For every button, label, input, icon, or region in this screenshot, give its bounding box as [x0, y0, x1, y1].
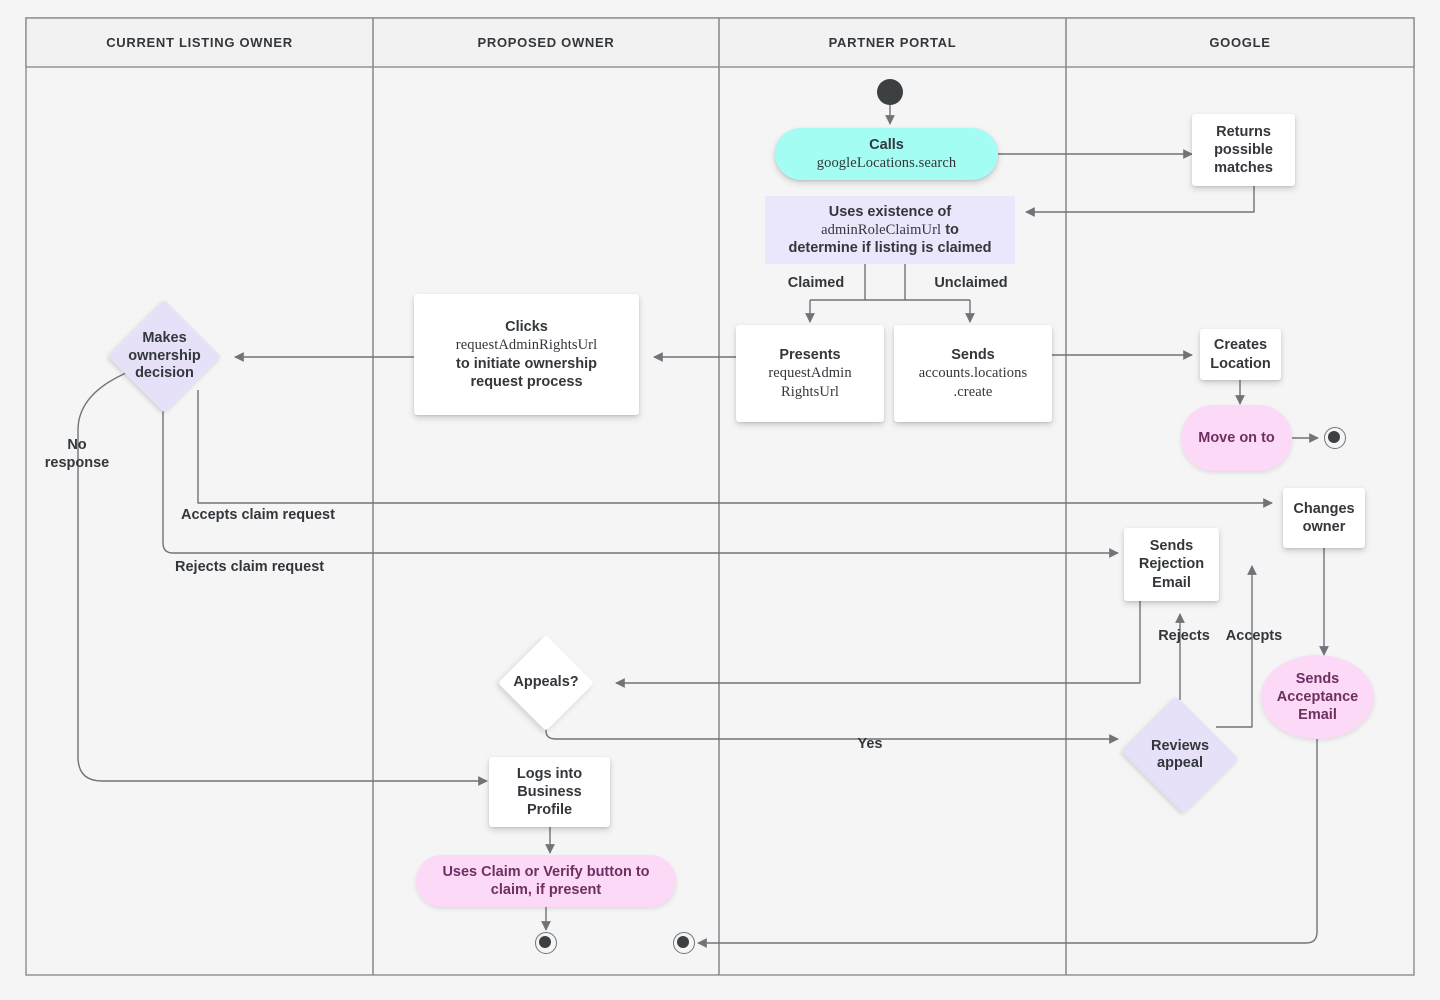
edge-acceptance-to-final — [697, 733, 1318, 948]
node-title: Presents — [779, 347, 841, 364]
edge-label-claimed: Claimed — [787, 275, 845, 291]
edge-rejects-to-rejection-email — [162, 390, 1119, 558]
node-api-line-2: .create — [953, 383, 993, 400]
node-text: Uses Claim or Verify button to claim, if… — [442, 863, 650, 898]
edge-returns-to-uses — [1025, 186, 1255, 217]
edge-no-response-to-logs-into — [77, 369, 488, 786]
node-text: Creates Location — [1210, 337, 1271, 372]
lane-header-current-listing-owner: CURRENT LISTING OWNER — [26, 18, 373, 67]
node-text: Makes ownership decision — [128, 330, 201, 382]
edge-appeals-yes-to-reviews — [545, 713, 1119, 744]
node-makes-ownership-decision[interactable]: Makes ownership decision — [108, 300, 221, 413]
node-api-line-1: requestAdmin — [768, 365, 852, 382]
node-text: Reviews appeal — [1150, 737, 1210, 771]
node-title: Clicks — [505, 319, 548, 336]
node-line-1: Uses existence of — [828, 203, 952, 220]
edge-label-unclaimed: Unclaimed — [934, 275, 1008, 291]
node-title: Calls — [869, 136, 904, 153]
node-text: Changes owner — [1293, 500, 1355, 535]
edge-label-yes: Yes — [857, 736, 883, 752]
node-sends-acceptance-email[interactable]: Sends Acceptance Email — [1261, 655, 1374, 739]
node-text: Move on to — [1198, 429, 1275, 446]
lane-header-partner-portal: PARTNER PORTAL — [719, 18, 1066, 67]
node-text: Sends Acceptance Email — [1276, 670, 1359, 724]
lane-frame — [25, 17, 1415, 976]
node-line-4: request process — [470, 373, 583, 390]
edge-label-accepts-claim-request: Accepts claim request — [181, 507, 335, 523]
node-text: Logs into Business Profile — [516, 765, 583, 819]
final-node-partner-portal — [673, 932, 695, 954]
node-presents-request-admin-rights-url[interactable]: Presents requestAdmin RightsUrl — [736, 325, 884, 422]
node-api-line-2: RightsUrl — [780, 383, 840, 400]
initial-node — [877, 79, 903, 105]
edge-label-rejects-claim-request: Rejects claim request — [175, 559, 325, 575]
node-api-field: requestAdminRightsUrl — [455, 337, 598, 354]
node-appeals-decision[interactable]: Appeals? — [496, 634, 596, 732]
node-logs-into-business-profile[interactable]: Logs into Business Profile — [489, 757, 610, 827]
edge-reviews-accepts-to-changes-owner — [1216, 565, 1257, 728]
node-uses-existence-of-admin-role-claim-url[interactable]: Uses existence of adminRoleClaimUrl to d… — [765, 196, 1015, 264]
lane-label: GOOGLE — [1209, 35, 1271, 50]
node-clicks-request-admin-rights-url[interactable]: Clicks requestAdminRightsUrl to initiate… — [414, 294, 639, 415]
node-line-3: to initiate ownership — [456, 355, 597, 372]
node-api-line-1: accounts.locations — [918, 365, 1028, 382]
edge-rejection-email-to-appeals — [615, 601, 1141, 688]
final-node-proposed-owner — [535, 932, 557, 954]
node-sends-rejection-email[interactable]: Sends Rejection Email — [1124, 528, 1219, 601]
edge-label-accepts: Accepts — [1225, 628, 1283, 644]
node-line-2-suffix: to — [941, 221, 959, 238]
node-calls-google-locations-search[interactable]: Calls googleLocations.search — [775, 128, 998, 180]
edge-label-no-response: No response — [44, 437, 110, 472]
node-text: Sends Rejection Email — [1138, 538, 1205, 591]
lane-header-proposed-owner: PROPOSED OWNER — [373, 18, 719, 67]
node-changes-owner[interactable]: Changes owner — [1283, 488, 1365, 548]
node-move-on-to[interactable]: Move on to — [1181, 405, 1292, 471]
node-api-field: adminRoleClaimUrl — [821, 221, 942, 238]
lane-label: CURRENT LISTING OWNER — [106, 35, 293, 50]
node-returns-possible-matches[interactable]: Returns possible matches — [1192, 114, 1295, 186]
final-node-google — [1324, 427, 1346, 449]
node-title: Sends — [951, 347, 995, 364]
node-sends-accounts-locations-create[interactable]: Sends accounts.locations .create — [894, 325, 1052, 422]
node-text: Appeals? — [513, 674, 579, 691]
node-reviews-appeal[interactable]: Reviews appeal — [1118, 696, 1242, 814]
node-line-2: adminRoleClaimUrl to — [771, 221, 1009, 239]
node-text: Returns possible matches — [1214, 123, 1273, 177]
edge-label-rejects: Rejects — [1158, 628, 1210, 644]
node-line-3: determine if listing is claimed — [788, 240, 992, 257]
node-api-method: googleLocations.search — [816, 155, 957, 171]
lane-label: PARTNER PORTAL — [828, 35, 957, 50]
lane-label: PROPOSED OWNER — [477, 35, 615, 50]
edge-accepts-to-changes-owner — [197, 390, 1273, 508]
lane-header-google: GOOGLE — [1066, 18, 1414, 67]
node-creates-location[interactable]: Creates Location — [1200, 329, 1281, 380]
node-uses-claim-or-verify-button[interactable]: Uses Claim or Verify button to claim, if… — [416, 855, 676, 907]
